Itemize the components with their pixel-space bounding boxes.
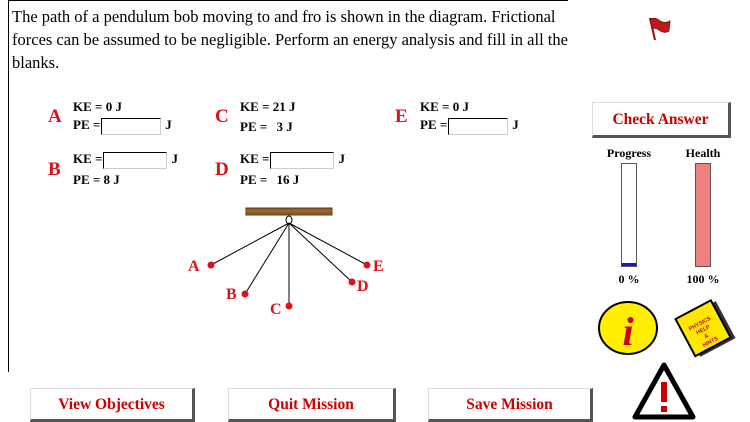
- health-meter: [695, 163, 711, 267]
- pe-label: PE =: [240, 119, 268, 134]
- pe-label: PE =: [73, 172, 101, 187]
- diagram-label-c: C: [270, 301, 282, 318]
- pe-unit: J: [165, 117, 172, 132]
- warning-icon[interactable]: [632, 362, 696, 420]
- position-c-pe: PE = 3 J: [240, 119, 293, 135]
- help-book-icon[interactable]: PHYSICS HELP & HINTS: [674, 298, 742, 360]
- ke-unit: J: [338, 151, 345, 166]
- flag-icon[interactable]: [646, 16, 672, 42]
- position-d-letter: D: [215, 159, 229, 180]
- health-label: Health: [685, 146, 721, 160]
- pe-e-input[interactable]: [448, 117, 509, 135]
- pe-unit: J: [512, 117, 519, 132]
- bob-b: [241, 290, 249, 298]
- pe-value: 16 J: [276, 172, 300, 187]
- ke-label: KE =: [240, 99, 270, 114]
- pendulum-diagram: A B C D E: [188, 207, 384, 318]
- pe-label: PE =: [73, 117, 101, 132]
- info-icon[interactable]: i: [597, 300, 659, 356]
- pe-label: PE =: [240, 172, 268, 187]
- position-d-ke: KE = J: [240, 151, 345, 169]
- check-answer-button[interactable]: Check Answer: [592, 102, 731, 138]
- string-d: [288, 222, 353, 283]
- position-b-ke: KE = J: [73, 151, 178, 169]
- ke-unit: J: [171, 151, 178, 166]
- diagram-label-a: A: [188, 258, 200, 275]
- ke-b-input[interactable]: [103, 151, 168, 169]
- pivot-ring: [285, 215, 293, 225]
- ke-label: KE =: [420, 99, 450, 114]
- position-a-pe: PE = J: [73, 117, 172, 135]
- frame-top-line: [8, 0, 568, 1]
- progress-meter-baseline: [622, 263, 636, 266]
- save-mission-button[interactable]: Save Mission: [428, 388, 593, 422]
- bob-d: [348, 278, 356, 286]
- position-d-pe: PE = 16 J: [240, 172, 299, 188]
- bob-c: [285, 302, 293, 310]
- ke-label: KE =: [73, 151, 103, 166]
- ke-value: 21 J: [272, 99, 296, 114]
- instructions-text: The path of a pendulum bob moving to and…: [12, 7, 568, 72]
- diagram-label-d: D: [357, 278, 369, 295]
- position-b-pe: PE = 8 J: [73, 172, 120, 188]
- health-value: 100 %: [686, 272, 720, 286]
- position-a-letter: A: [48, 106, 62, 127]
- pe-label: PE =: [420, 117, 448, 132]
- position-c-ke: KE = 21 J: [240, 99, 295, 115]
- pe-value: 3 J: [276, 119, 293, 134]
- ke-label: KE =: [73, 99, 103, 114]
- pe-value: 8 J: [103, 172, 120, 187]
- diagram-label-e: E: [373, 258, 384, 275]
- diagram-label-b: B: [226, 286, 237, 303]
- ke-d-input[interactable]: [270, 151, 335, 169]
- ke-value: 0 J: [452, 99, 469, 114]
- progress-label: Progress: [606, 146, 652, 160]
- view-objectives-button[interactable]: View Objectives: [30, 388, 195, 422]
- pe-a-input[interactable]: [101, 117, 162, 135]
- position-a-ke: KE = 0 J: [73, 99, 122, 115]
- progress-meter: [621, 163, 637, 267]
- progress-value: 0 %: [618, 272, 640, 286]
- bob-e: [363, 261, 371, 269]
- position-e-ke: KE = 0 J: [420, 99, 469, 115]
- position-c-letter: C: [215, 106, 229, 127]
- ke-label: KE =: [240, 151, 270, 166]
- position-e-letter: E: [395, 106, 408, 127]
- position-b-letter: B: [48, 159, 61, 180]
- string-a: [210, 222, 290, 266]
- svg-text:i: i: [622, 309, 633, 354]
- position-e-pe: PE = J: [420, 117, 519, 135]
- string-b: [244, 222, 290, 295]
- string-e: [288, 222, 368, 266]
- frame-left-line: [8, 0, 9, 372]
- health-meter-fill: [696, 164, 710, 266]
- bob-a: [207, 261, 215, 269]
- ke-value: 0 J: [105, 99, 122, 114]
- quit-mission-button[interactable]: Quit Mission: [228, 388, 396, 422]
